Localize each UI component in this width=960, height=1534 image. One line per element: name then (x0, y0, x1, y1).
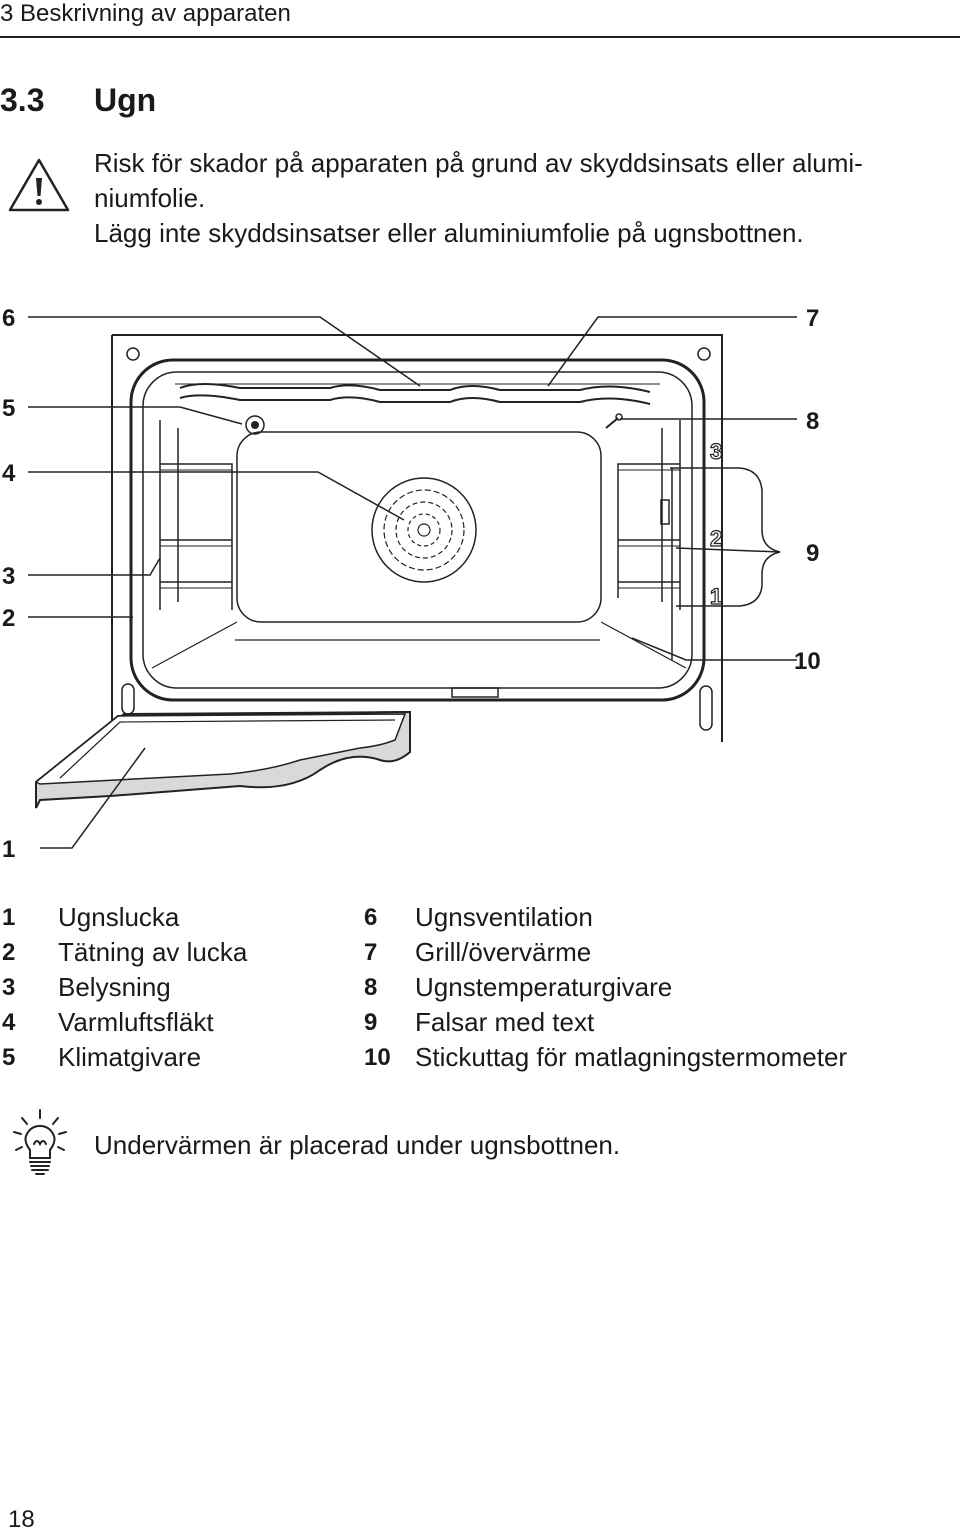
page-number: 18 (8, 1506, 35, 1533)
callout-7: 7 (806, 305, 819, 332)
callout-8: 8 (806, 408, 819, 435)
legend-num-5: 5 (2, 1044, 16, 1071)
legend-num-6: 6 (364, 904, 378, 931)
warning-triangle-icon (6, 156, 72, 221)
section-number: 3.3 (0, 82, 45, 118)
legend-label-8: Ugnstemperaturgivare (415, 972, 673, 1002)
legend-label-7: Grill/övervärme (415, 937, 592, 967)
section-header: 3 Beskrivning av apparaten (0, 0, 291, 27)
legend-num-2: 2 (2, 939, 16, 966)
legend-label-4: Varmluftsfläkt (58, 1007, 214, 1037)
callout-4: 4 (2, 460, 16, 487)
legend-num-1: 1 (2, 904, 16, 931)
legend-num-3: 3 (2, 974, 16, 1001)
warning-line-2: niumfolie. (94, 183, 206, 213)
shelf-mark-1: 1 (710, 584, 722, 609)
header-rule (0, 36, 960, 38)
light-bulb-icon (10, 1108, 70, 1183)
legend-num-4: 4 (2, 1009, 16, 1036)
callout-9: 9 (806, 540, 819, 567)
warning-line-3: Lägg inte skyddsinsatser eller aluminium… (94, 218, 804, 248)
legend-label-1: Ugnslucka (58, 902, 180, 932)
callout-1: 1 (2, 836, 15, 863)
legend-label-10: Stickuttag för matlagningstermometer (415, 1042, 848, 1072)
callout-5: 5 (2, 395, 15, 422)
tip-text: Undervärmen är placerad under ugnsbottne… (94, 1130, 621, 1160)
legend-label-5: Klimatgivare (58, 1042, 202, 1072)
warning-line-1: Risk för skador på apparaten på grund av… (94, 148, 863, 178)
legend-label-3: Belysning (58, 972, 171, 1002)
legend-label-9: Falsar med text (415, 1007, 595, 1037)
legend-label-6: Ugnsventilation (415, 902, 593, 932)
oven-diagram: 3 2 1 6 7 5 8 4 9 (0, 290, 960, 875)
callout-2: 2 (2, 605, 15, 632)
legend-num-8: 8 (364, 974, 378, 1001)
legend-label-2: Tätning av lucka (58, 937, 248, 967)
legend-num-10: 10 (364, 1044, 391, 1071)
callout-3: 3 (2, 563, 15, 590)
shelf-mark-3: 3 (710, 439, 722, 464)
shelf-mark-2: 2 (710, 526, 722, 551)
callout-10: 10 (794, 648, 821, 675)
legend-num-9: 9 (364, 1009, 378, 1036)
section-title: Ugn (94, 82, 157, 118)
callout-6: 6 (2, 305, 15, 332)
legend-num-7: 7 (364, 939, 378, 966)
